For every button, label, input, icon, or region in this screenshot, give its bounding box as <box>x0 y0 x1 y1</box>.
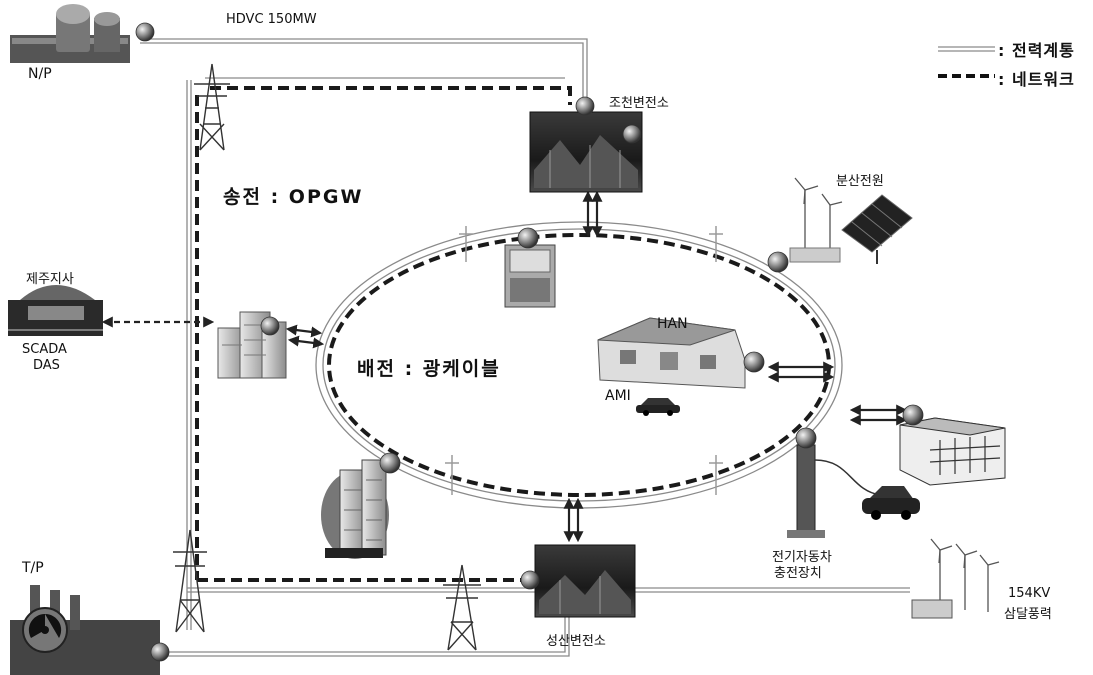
han-label: HAN <box>657 316 688 332</box>
legend-lines <box>938 47 995 76</box>
factory-icon <box>900 418 1005 485</box>
transformer-icon <box>505 245 555 307</box>
legend-network: : 네트워크 <box>998 66 1075 90</box>
car-icon <box>636 398 680 416</box>
distribution-label: 배전 : 광케이블 <box>357 354 501 381</box>
tp-label: T/P <box>22 560 44 576</box>
transmission-label: 송전 : OPGW <box>223 182 363 209</box>
scada-label: SCADA <box>22 342 67 357</box>
seongsan-substation-label: 성산변전소 <box>546 630 606 649</box>
office-building-icon <box>8 285 103 336</box>
das-label: DAS <box>33 358 60 373</box>
ev-charger-label-2: 충전장치 <box>774 562 822 581</box>
jeju-office-label: 제주지사 <box>26 268 74 287</box>
jocheon-substation-label: 조천변전소 <box>609 92 669 111</box>
substation-icon <box>535 545 635 617</box>
thermal-plant-icon <box>10 585 160 675</box>
apartment-icon <box>321 460 389 559</box>
hdvc-label: HDVC 150MW <box>226 12 317 27</box>
legend-power-system: : 전력계통 <box>998 37 1075 61</box>
substation-icon <box>530 112 642 192</box>
solar-panel-icon <box>790 195 912 264</box>
ami-label: AMI <box>605 388 631 404</box>
np-label: N/P <box>28 66 52 82</box>
car-icon <box>862 486 920 520</box>
wind-farm-label-2: 삼달풍력 <box>1004 603 1052 622</box>
wind-farm-label-1: 154KV <box>1008 586 1050 601</box>
nuclear-plant-icon <box>10 4 130 63</box>
wind-turbine-icon <box>795 178 842 255</box>
distributed-power-label: 분산전원 <box>836 170 884 189</box>
ev-charger-icon <box>787 445 880 538</box>
wind-farm-base <box>912 600 952 618</box>
